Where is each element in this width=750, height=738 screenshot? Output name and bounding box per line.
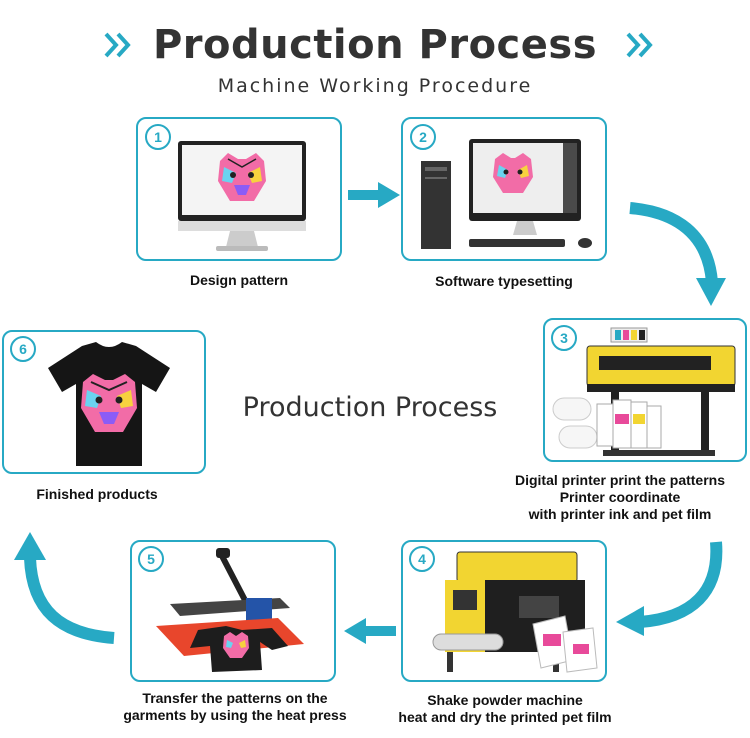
dtf-printer-icon — [552, 327, 736, 456]
arrow-left-icon — [344, 618, 396, 644]
monitor-icon — [178, 141, 306, 251]
step-2-number: 2 — [410, 124, 436, 150]
step-4-caption-line: Shake powder machine — [427, 692, 583, 708]
page-title: Production Process — [152, 22, 598, 68]
step-5-caption: Transfer the patterns on the garments by… — [90, 690, 380, 724]
curved-arrow-icon — [629, 202, 726, 306]
step-5-caption-line: garments by using the heat press — [123, 707, 347, 723]
step-5-number: 5 — [138, 546, 164, 572]
heat-press-icon — [156, 548, 304, 672]
step-5-caption-line: Transfer the patterns on the — [142, 690, 328, 706]
step-3-caption-line: Digital printer print the patterns — [514, 472, 725, 488]
curved-arrow-icon — [14, 532, 115, 644]
step-6-number: 6 — [10, 336, 36, 362]
step-4-number: 4 — [409, 546, 435, 572]
step-3-caption-line: with printer ink and pet film — [528, 506, 712, 522]
chevron-right-icon — [104, 32, 131, 58]
step-1-caption: Design pattern — [189, 272, 288, 288]
powder-shaker-icon — [432, 551, 598, 673]
curved-arrow-icon — [616, 541, 723, 636]
step-1-number: 1 — [145, 124, 171, 150]
page-subtitle: Machine Working Procedure — [217, 75, 533, 97]
step-4-caption: Shake powder machine heat and dry the pr… — [380, 692, 630, 726]
step-4-caption-line: heat and dry the printed pet film — [398, 709, 612, 725]
step-2-caption: Software typesetting — [435, 273, 573, 289]
step-3-caption: Digital printer print the patterns Print… — [490, 472, 750, 523]
step-5-card — [130, 540, 336, 682]
step-6-card — [2, 330, 206, 474]
step-3-caption-line: Printer coordinate — [559, 489, 681, 505]
step-3-card — [543, 318, 747, 462]
tshirt-icon — [48, 342, 170, 466]
step-3-number: 3 — [551, 325, 577, 351]
desktop-computer-icon — [421, 139, 592, 249]
step-4-card — [401, 540, 607, 682]
tiger-artwork — [218, 153, 266, 201]
center-title: Production Process — [242, 392, 498, 423]
arrow-right-icon — [348, 182, 400, 208]
chevron-right-icon — [626, 32, 653, 58]
step-2-card — [401, 117, 607, 261]
step-6-caption: Finished products — [36, 486, 158, 502]
